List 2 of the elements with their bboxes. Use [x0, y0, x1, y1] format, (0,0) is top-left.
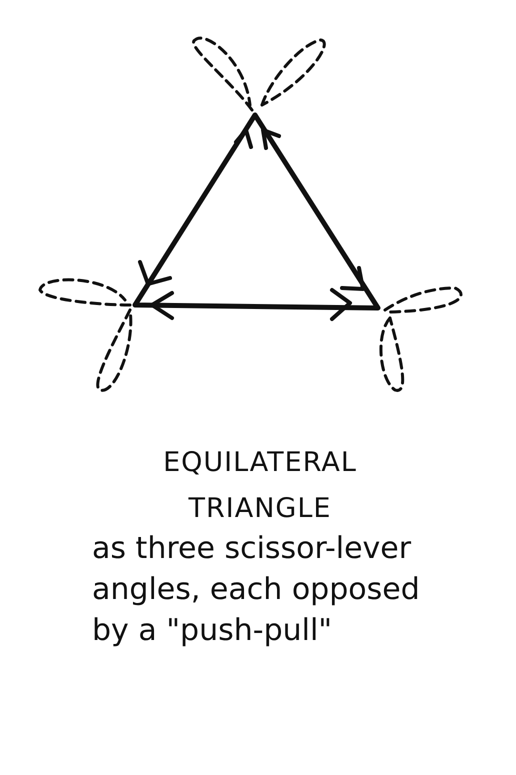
- diagram-title: EQUILATERAL TRIANGLE: [162, 446, 358, 526]
- caption-text: as three scissor-lever angles, each opposed by a "push-pull": [92, 530, 421, 650]
